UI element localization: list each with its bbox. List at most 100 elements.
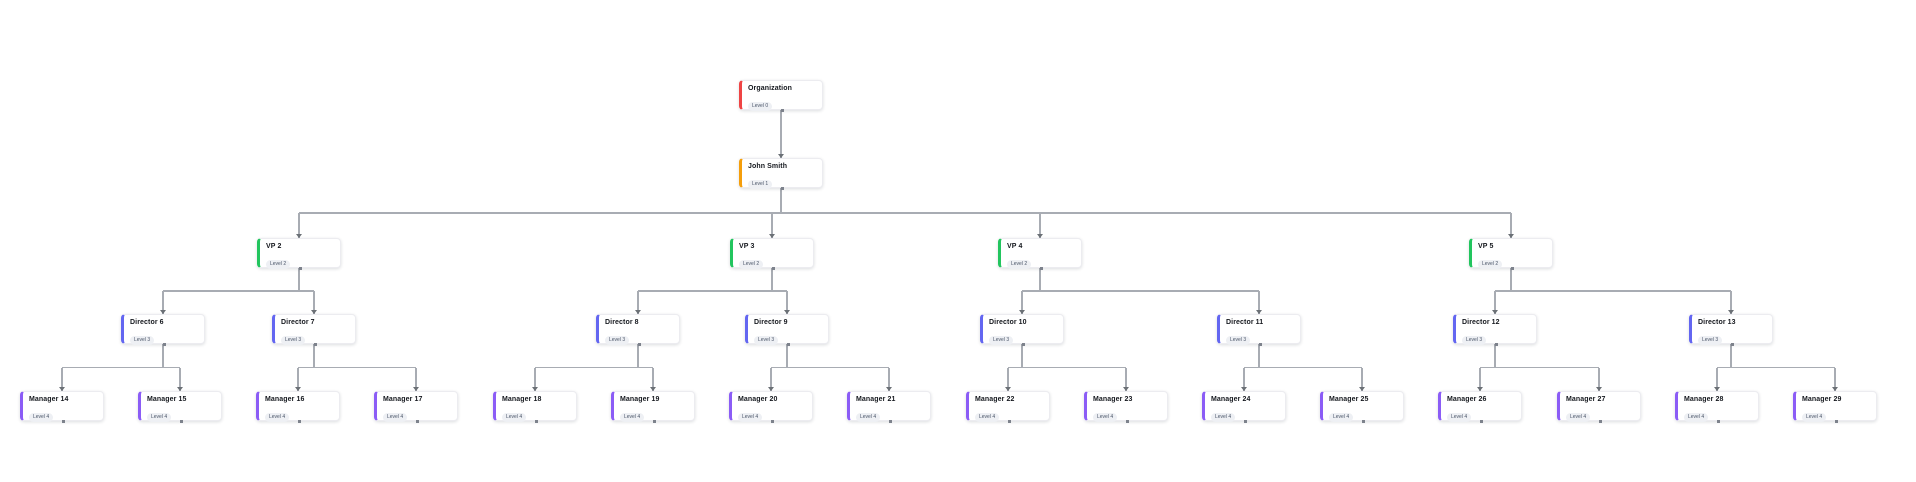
node-level-badge: Level 4 bbox=[1566, 413, 1591, 422]
arrow-down-icon bbox=[768, 386, 774, 391]
connector-line bbox=[1361, 367, 1363, 391]
connector-line bbox=[638, 290, 787, 292]
node-level-badge: Level 3 bbox=[1226, 336, 1251, 345]
connector-line bbox=[1021, 291, 1023, 314]
arrow-down-icon bbox=[1508, 233, 1514, 238]
connector-line bbox=[535, 366, 653, 369]
connector-line bbox=[163, 290, 314, 292]
connector-line bbox=[1494, 344, 1496, 368]
node-level-badge: Level 4 bbox=[738, 413, 763, 422]
arrow-down-icon bbox=[1477, 386, 1483, 391]
node-level-badge: Level 2 bbox=[1007, 260, 1032, 269]
org-node-manager-25[interactable]: Manager 25 Level 4 bbox=[1320, 391, 1404, 423]
connector-line bbox=[770, 367, 772, 391]
arrow-down-icon bbox=[769, 233, 775, 238]
connector-line bbox=[1494, 291, 1496, 314]
arrow-down-icon bbox=[784, 309, 790, 314]
connector-line bbox=[61, 367, 63, 391]
arrow-down-icon bbox=[1037, 233, 1043, 238]
node-title: Manager 22 bbox=[975, 396, 1015, 403]
node-title: Director 8 bbox=[605, 319, 639, 326]
node-level-badge: Level 1 bbox=[748, 180, 773, 189]
connector-line bbox=[786, 291, 788, 314]
connector-line bbox=[888, 367, 890, 391]
node-title: Manager 26 bbox=[1447, 396, 1487, 403]
connector-line bbox=[1258, 291, 1260, 314]
arrow-down-icon bbox=[413, 386, 419, 391]
node-title: Director 9 bbox=[754, 319, 788, 326]
arrow-down-icon bbox=[295, 386, 301, 391]
connector-line bbox=[534, 367, 536, 391]
node-title: Manager 19 bbox=[620, 396, 660, 403]
node-title: Organization bbox=[748, 85, 792, 92]
connector-line bbox=[771, 366, 889, 369]
connector-line bbox=[1480, 366, 1599, 369]
arrow-down-icon bbox=[778, 153, 784, 158]
node-title: VP 5 bbox=[1478, 243, 1494, 250]
node-title: Manager 25 bbox=[1329, 396, 1369, 403]
connector-line bbox=[298, 268, 300, 291]
node-level-badge: Level 2 bbox=[1478, 260, 1503, 269]
arrow-down-icon bbox=[59, 386, 65, 391]
org-node-manager-20[interactable]: Manager 20 Level 4 bbox=[729, 391, 813, 423]
connector-line bbox=[780, 188, 782, 213]
arrow-down-icon bbox=[635, 309, 641, 314]
connector-line bbox=[298, 213, 300, 238]
connector-line bbox=[179, 367, 181, 391]
connector-line bbox=[1243, 367, 1245, 391]
node-level-badge: Level 4 bbox=[1329, 413, 1354, 422]
node-title: Manager 29 bbox=[1802, 396, 1842, 403]
node-title: Director 13 bbox=[1698, 319, 1736, 326]
node-title: Manager 20 bbox=[738, 396, 778, 403]
connector-line bbox=[1495, 290, 1731, 292]
node-title: Manager 14 bbox=[29, 396, 69, 403]
connector-line bbox=[1125, 367, 1127, 391]
arrow-down-icon bbox=[1019, 309, 1025, 314]
node-level-badge: Level 0 bbox=[748, 102, 773, 111]
connector-line bbox=[1021, 344, 1023, 368]
arrow-down-icon bbox=[1596, 386, 1602, 391]
connector-line bbox=[298, 366, 416, 369]
node-title: Director 10 bbox=[989, 319, 1027, 326]
node-title: Manager 15 bbox=[147, 396, 187, 403]
connector-line bbox=[1022, 290, 1259, 292]
arrow-down-icon bbox=[1714, 386, 1720, 391]
node-title: Director 6 bbox=[130, 319, 164, 326]
connector-line bbox=[637, 291, 639, 314]
connector-line bbox=[786, 344, 788, 368]
connector-line bbox=[1039, 213, 1041, 238]
connector-line bbox=[652, 367, 654, 391]
arrow-down-icon bbox=[296, 233, 302, 238]
org-node-vp-5[interactable]: VP 5 Level 2 bbox=[1469, 238, 1553, 270]
node-title: Manager 17 bbox=[383, 396, 423, 403]
arrow-down-icon bbox=[886, 386, 892, 391]
